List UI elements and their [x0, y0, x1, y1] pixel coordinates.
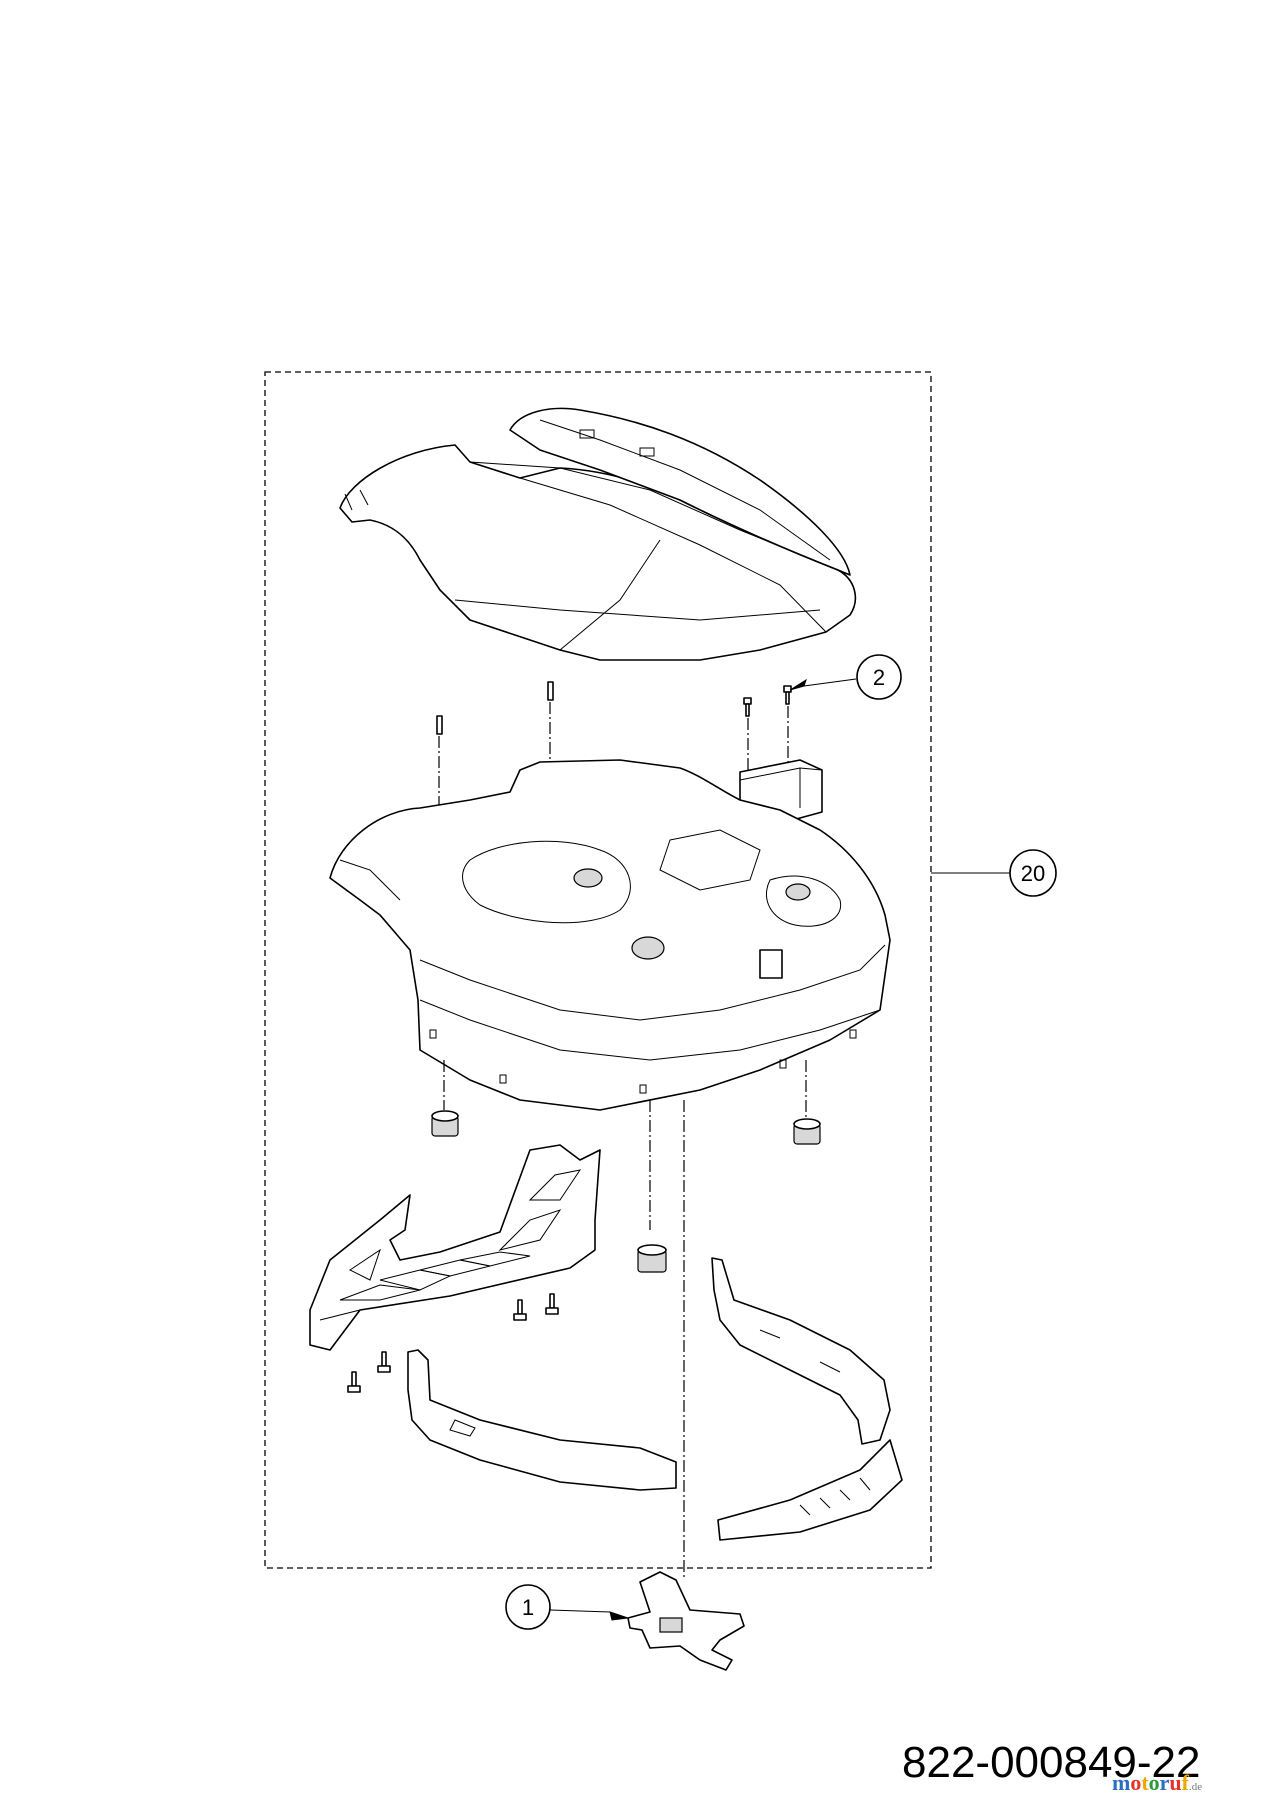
watermark-letter: u [1169, 1770, 1182, 1795]
bumper-strip-left [407, 1349, 677, 1491]
watermark-suffix: .de [1189, 1781, 1203, 1793]
watermark-logo: motoruf.de [1112, 1770, 1202, 1796]
screw-mid-top [547, 681, 554, 768]
screw-left-top [436, 715, 443, 810]
callout-2-label: 2 [873, 665, 885, 690]
callout-1: 1 [505, 1584, 629, 1630]
screw-right-a [743, 697, 752, 770]
part-number: 822-000849-22 [902, 1738, 1201, 1787]
top-cover [339, 407, 857, 661]
front-bumper-bracket [309, 1144, 601, 1351]
callout-20-label: 20 [1021, 861, 1045, 886]
watermark-letter: r [1159, 1770, 1170, 1795]
rubber-foot-middle [637, 1244, 667, 1273]
watermark-letter: o [1148, 1770, 1160, 1795]
assembly-boundary [264, 371, 932, 1569]
watermark-letter: t [1141, 1770, 1149, 1795]
bracket-screws [347, 1293, 559, 1393]
chassis-housing [329, 759, 891, 1111]
bumper-strip-lower-right [717, 1439, 903, 1541]
callout-20: 20 [931, 849, 1057, 897]
callout-2: 2 [789, 654, 902, 700]
watermark-letter: f [1181, 1770, 1189, 1795]
watermark-letter: m [1112, 1770, 1131, 1795]
rubber-foot-right [793, 1118, 821, 1145]
callout-1-label: 1 [522, 1595, 534, 1620]
bumper-strip-right [711, 1257, 891, 1445]
small-bracket-part-1 [627, 1571, 745, 1671]
rubber-foot-left [431, 1110, 459, 1137]
watermark-letter: o [1130, 1770, 1142, 1795]
